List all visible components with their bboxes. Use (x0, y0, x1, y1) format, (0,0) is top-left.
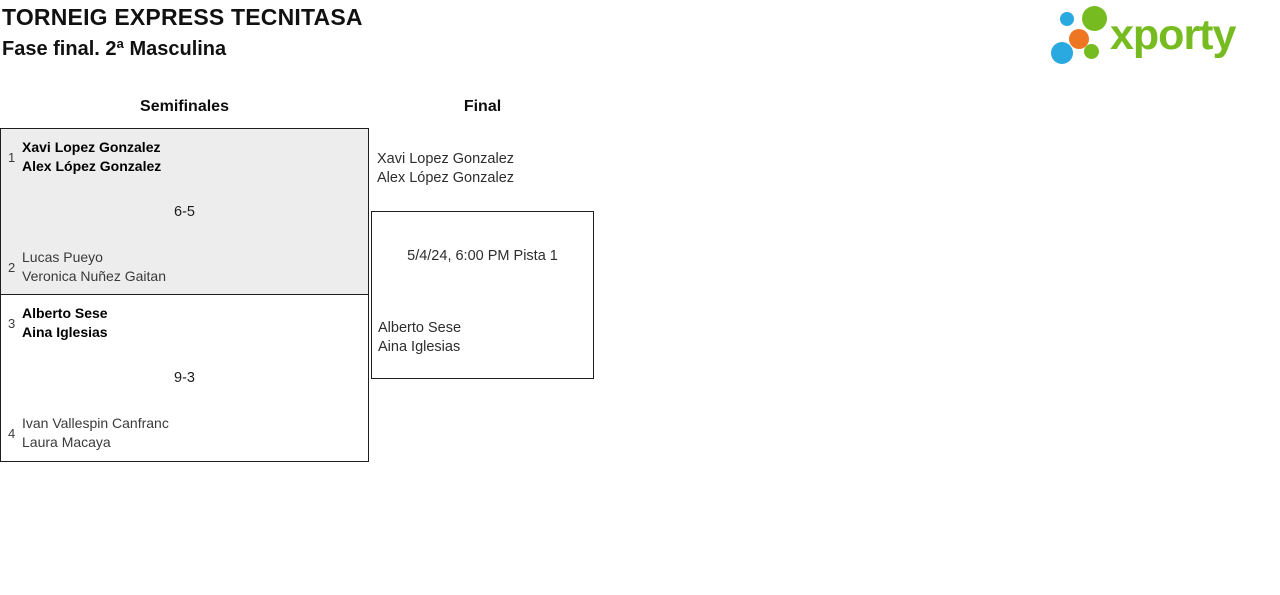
player-name: Alberto Sese (22, 305, 108, 321)
team-row: 1 Xavi Lopez Gonzalez Alex López Gonzale… (1, 138, 368, 176)
logo-dot-orange-icon (1069, 29, 1089, 49)
seed-number: 1 (8, 149, 16, 165)
player-name: Aina Iglesias (22, 324, 108, 340)
player-name: Laura Macaya (22, 434, 111, 450)
semifinal-match-1[interactable]: 1 Xavi Lopez Gonzalez Alex López Gonzale… (0, 128, 369, 296)
final-match-info: 5/4/24, 6:00 PM Pista 1 (407, 248, 558, 264)
seed-number: 3 (8, 315, 16, 331)
logo-dot-green-large-icon (1082, 6, 1107, 31)
team-row: 2 Lucas Pueyo Veronica Nuñez Gaitan (1, 248, 368, 286)
player-name: Aina Iglesias (378, 339, 461, 355)
player-name: Ivan Vallespin Canfranc (22, 415, 169, 431)
finalist-team-2: Alberto Sese Aina Iglesias (378, 319, 461, 357)
match-score: 6-5 (174, 204, 195, 220)
player-name: Alex López Gonzalez (22, 158, 162, 174)
final-match-box[interactable]: 5/4/24, 6:00 PM Pista 1 Alberto Sese Ain… (371, 211, 594, 379)
team-row: 3 Alberto Sese Aina Iglesias (1, 304, 368, 342)
logo-dot-blue-large-icon (1051, 42, 1073, 64)
logo-dot-blue-small-icon (1060, 12, 1074, 26)
logo-dot-green-small-icon (1084, 44, 1099, 59)
player-name: Xavi Lopez Gonzalez (377, 151, 515, 167)
match-score: 9-3 (174, 370, 195, 386)
player-name: Lucas Pueyo (22, 249, 103, 265)
xporty-logo[interactable]: xporty (1050, 0, 1280, 76)
team-row: 4 Ivan Vallespin Canfranc Laura Macaya (1, 414, 368, 452)
player-name: Veronica Nuñez Gaitan (22, 268, 166, 284)
player-name: Alberto Sese (378, 320, 462, 336)
seed-number: 2 (8, 259, 16, 275)
round-header-semifinales: Semifinales (140, 98, 229, 115)
logo-wordmark: xporty (1110, 11, 1236, 59)
seed-number: 4 (8, 425, 16, 441)
player-name: Alex López Gonzalez (377, 170, 515, 186)
category-subtitle: Fase final. 2ª Masculina (2, 38, 227, 60)
tournament-title: TORNEIG EXPRESS TECNITASA (2, 4, 363, 30)
player-name: Xavi Lopez Gonzalez (22, 139, 161, 155)
finalist-team-1: Xavi Lopez Gonzalez Alex López Gonzalez (377, 150, 514, 188)
round-header-final: Final (463, 98, 502, 115)
semifinal-match-2[interactable]: 3 Alberto Sese Aina Iglesias 9-3 4 Ivan … (0, 294, 369, 462)
